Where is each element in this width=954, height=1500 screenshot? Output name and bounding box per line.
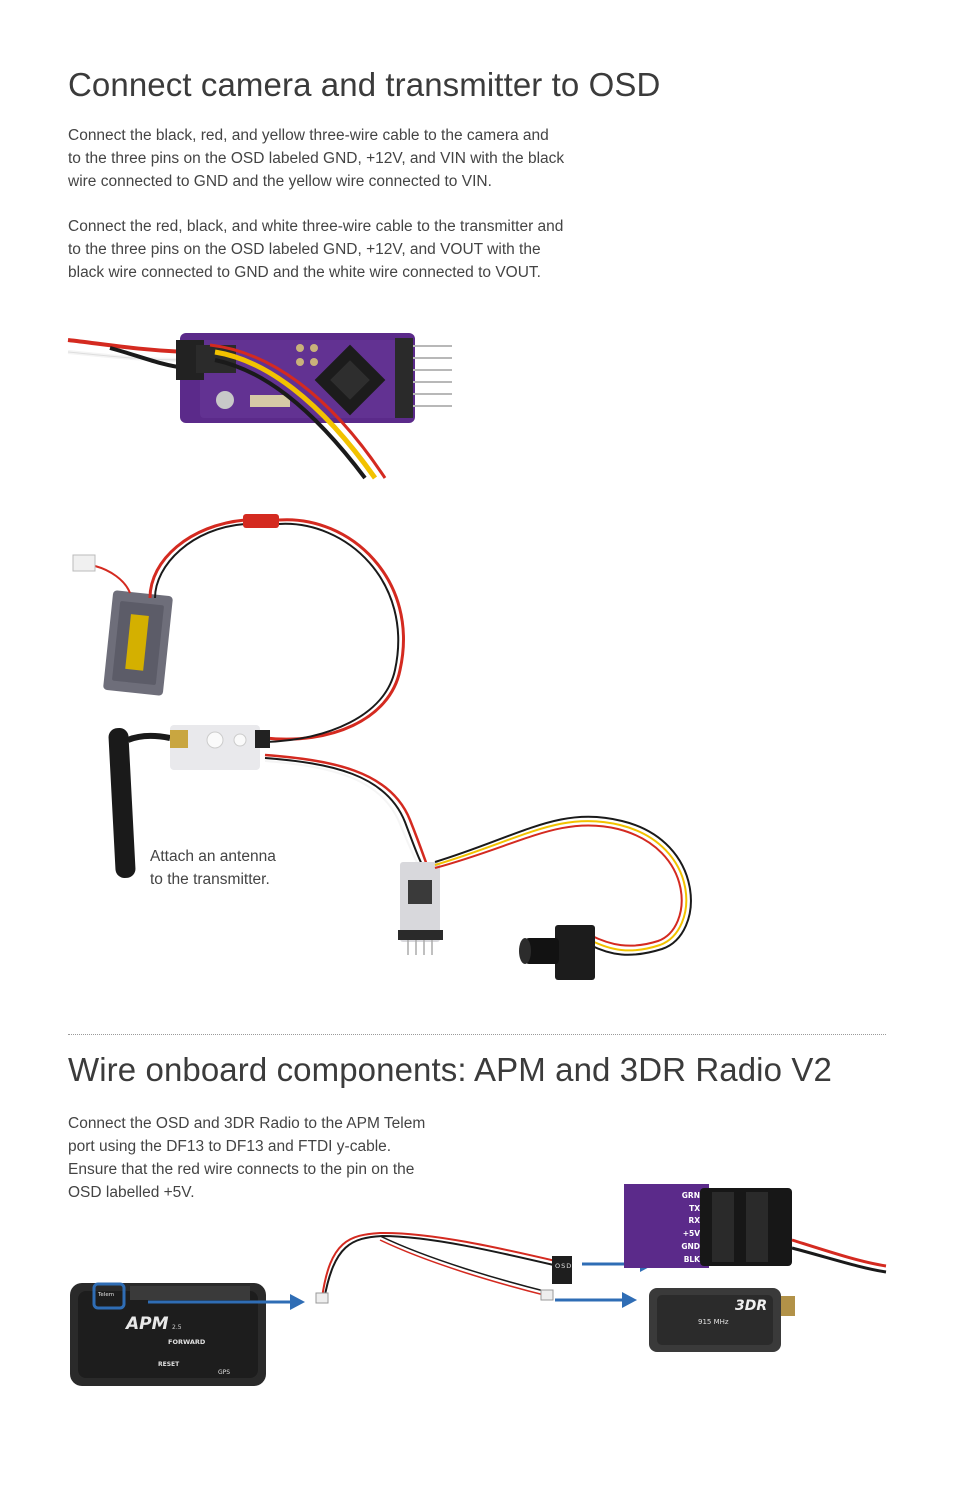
pin-label-tx: TX — [689, 1203, 700, 1213]
section2-paragraph: Connect the OSD and 3DR Radio to the APM… — [68, 1112, 488, 1204]
apm-forward-label: FORWARD — [168, 1338, 206, 1346]
pin-label-5v: +5V — [682, 1229, 700, 1239]
pin-label-gnd: GND — [681, 1241, 700, 1251]
pin-label-blk: BLK — [683, 1254, 700, 1264]
text-line: to the three pins on the OSD labeled GND… — [68, 150, 565, 167]
text-line: OSD labelled +5V. — [68, 1184, 195, 1201]
radio-frequency: 915 MHz — [698, 1318, 729, 1326]
fpv-system-illustration — [72, 514, 692, 980]
section1-paragraph-1: Connect the black, red, and yellow three… — [68, 124, 668, 193]
text-line: to the transmitter. — [150, 871, 270, 888]
apm-reset-label: RESET — [158, 1361, 180, 1368]
apm-version: 2.5 — [172, 1324, 182, 1331]
section1-title: Connect camera and transmitter to OSD — [68, 66, 661, 103]
radio-logo: 3DR — [735, 1298, 768, 1314]
pin-label-grn: GRN — [681, 1191, 700, 1200]
text-line: black wire connected to GND and the whit… — [68, 264, 541, 281]
apm-logo: APM — [126, 1314, 169, 1334]
section1-paragraph-2: Connect the red, black, and white three-… — [68, 215, 688, 284]
apm-wiring-illustration — [70, 1184, 887, 1386]
text-line: Ensure that the red wire connects to the… — [68, 1161, 415, 1178]
text-line: to the three pins on the OSD labeled GND… — [68, 241, 541, 258]
text-line: Attach an antenna — [150, 848, 276, 865]
text-line: port using the DF13 to DF13 and FTDI y-c… — [68, 1138, 392, 1155]
section-divider — [68, 1034, 886, 1035]
osd-board-closeup — [67, 333, 452, 480]
apm-telem-label: Telem — [98, 1292, 115, 1298]
section2-title: Wire onboard components: APM and 3DR Rad… — [68, 1051, 832, 1088]
pin-label-rx: RX — [688, 1216, 700, 1226]
text-line: Connect the OSD and 3DR Radio to the APM… — [68, 1115, 426, 1132]
text-line: Connect the black, red, and yellow three… — [68, 127, 549, 144]
osd-pin-labels: GRN TX RX +5V GND BLK — [676, 1190, 700, 1266]
apm-gps-label: GPS — [218, 1369, 231, 1376]
text-line: Connect the red, black, and white three-… — [68, 218, 564, 235]
osd-cable-tag: OSD — [555, 1262, 573, 1270]
text-line: wire connected to GND and the yellow wir… — [68, 173, 492, 190]
antenna-caption: Attach an antenna to the transmitter. — [150, 845, 276, 891]
